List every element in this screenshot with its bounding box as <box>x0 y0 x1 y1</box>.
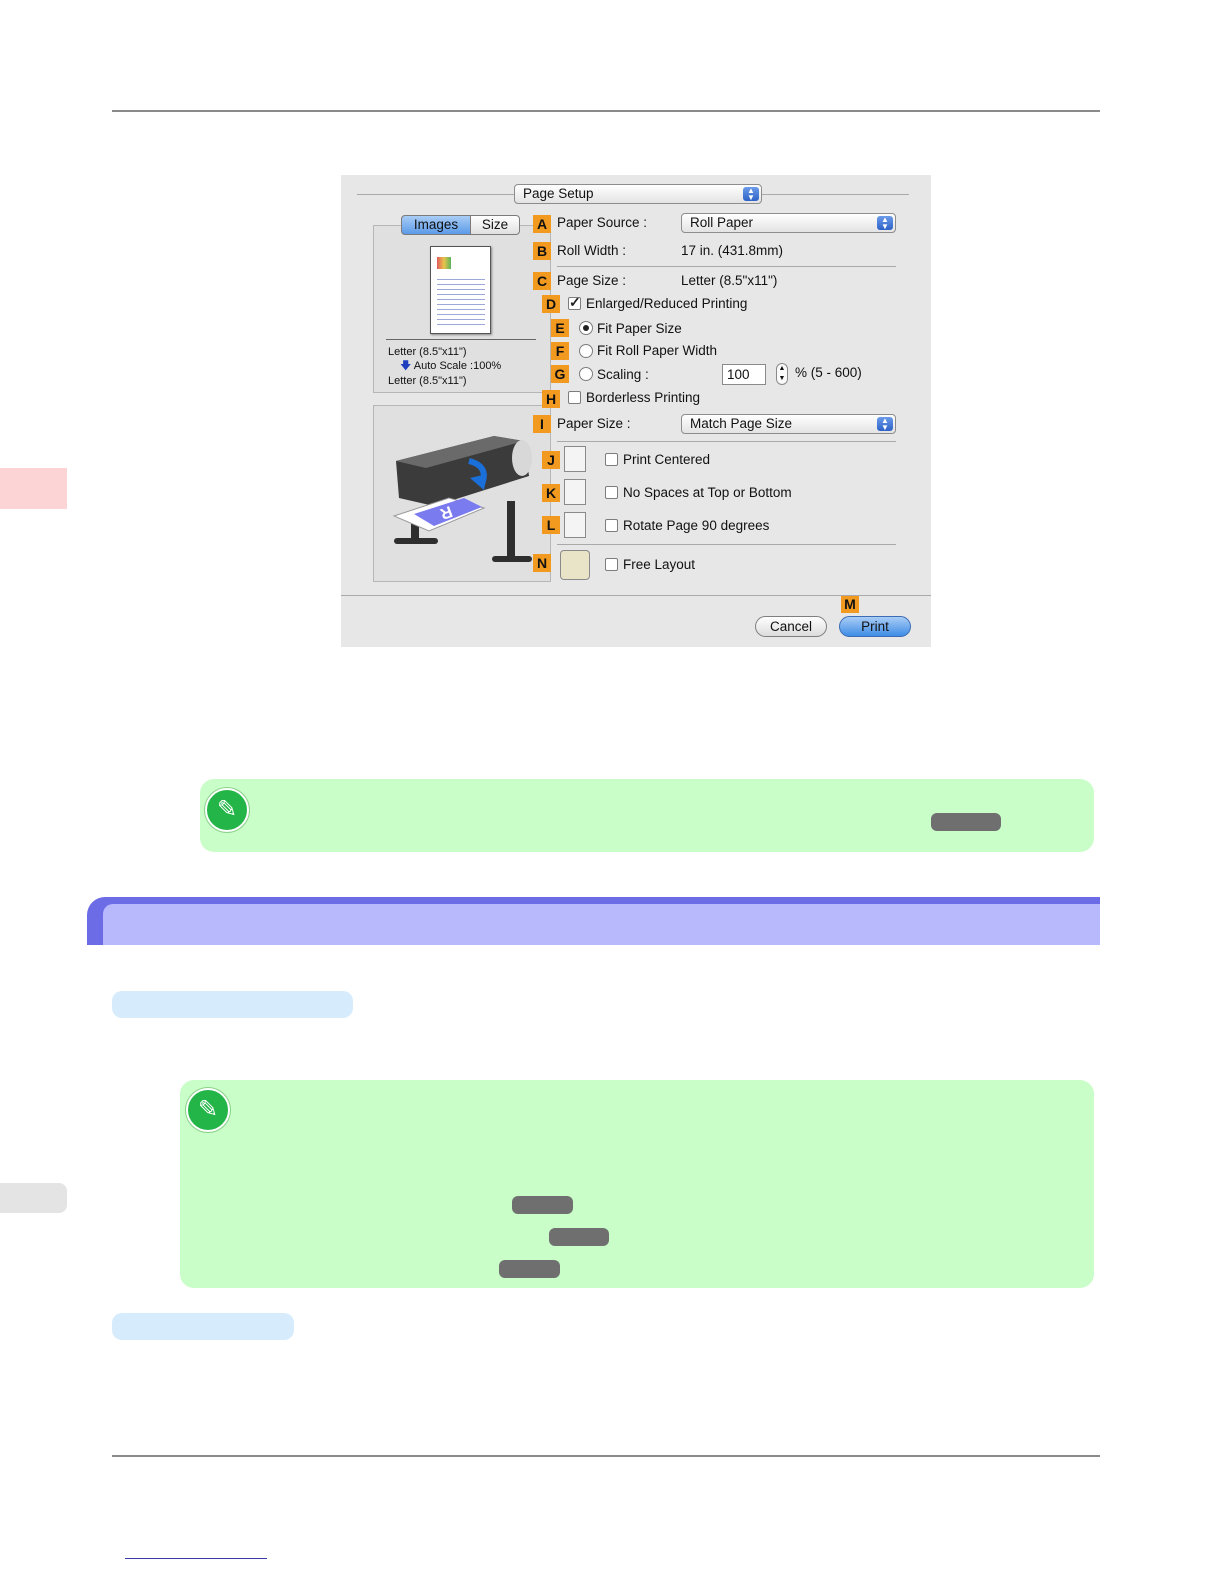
fit-roll-width-radio[interactable] <box>579 344 593 358</box>
print-centered-label: Print Centered <box>623 452 711 467</box>
scaling-stepper[interactable]: ▲▼ <box>776 363 788 385</box>
tab-size[interactable]: Size <box>470 215 520 235</box>
print-centered-checkbox[interactable] <box>605 453 618 466</box>
no-spaces-label: No Spaces at Top or Bottom <box>623 485 792 500</box>
rotate-page-icon <box>564 512 586 538</box>
paper-size-value: Match Page Size <box>690 416 793 431</box>
scaling-input[interactable]: 100 <box>722 364 766 385</box>
section-heading-bar <box>87 897 1100 945</box>
paper-source-select[interactable]: Roll Paper ▲▼ <box>681 213 896 233</box>
page-setup-popup-label: Page Setup <box>523 186 594 201</box>
label-b: B <box>533 242 551 260</box>
scaling-range: % (5 - 600) <box>795 365 862 380</box>
label-e: E <box>551 319 569 337</box>
subheading-bar <box>112 991 353 1018</box>
label-n: N <box>533 554 551 572</box>
pencil-icon: ✎ <box>205 788 249 832</box>
label-i: I <box>533 415 551 433</box>
label-h: H <box>542 390 560 408</box>
scaling-label: Scaling : <box>597 367 649 382</box>
label-d: D <box>542 295 560 313</box>
preview-source-size: Letter (8.5"x11") <box>388 346 467 358</box>
preview-text-lines <box>437 275 485 329</box>
borderless-checkbox[interactable] <box>568 391 581 404</box>
cancel-button[interactable]: Cancel <box>755 616 827 637</box>
print-button[interactable]: Print <box>839 616 911 637</box>
paper-source-label: Paper Source : <box>557 215 648 230</box>
preview-scale: 🡇 Auto Scale :100% <box>400 360 502 372</box>
paper-size-select[interactable]: Match Page Size ▲▼ <box>681 414 896 434</box>
preview-panel: Letter (8.5"x11") 🡇 Auto Scale :100% Let… <box>373 225 551 393</box>
popup-arrows-icon: ▲▼ <box>877 216 893 231</box>
free-layout-checkbox[interactable] <box>605 558 618 571</box>
free-layout-label: Free Layout <box>623 557 696 572</box>
reference-badge[interactable] <box>512 1196 573 1214</box>
pencil-icon: ✎ <box>186 1088 230 1132</box>
preview-divider <box>386 339 536 340</box>
divider <box>557 266 896 267</box>
reference-badge[interactable] <box>499 1260 560 1278</box>
print-centered-icon <box>564 446 586 472</box>
label-j: J <box>542 451 560 469</box>
section-heading-fill <box>103 904 1100 945</box>
side-chapter-tab <box>0 468 67 509</box>
label-m: M <box>841 595 859 613</box>
enlarged-reduced-label: Enlarged/Reduced Printing <box>586 296 748 311</box>
note-box <box>180 1080 1094 1288</box>
fit-paper-size-label: Fit Paper Size <box>597 321 682 336</box>
rotate-page-label: Rotate Page 90 degrees <box>623 518 770 533</box>
tab-images[interactable]: Images <box>401 215 471 235</box>
page-preview-thumbnail <box>430 246 491 334</box>
footer-link-underline <box>125 1558 267 1559</box>
header-rule <box>112 110 1100 112</box>
rotate-page-checkbox[interactable] <box>605 519 618 532</box>
side-index-tab <box>0 1183 67 1213</box>
no-spaces-icon <box>564 479 586 505</box>
fit-roll-width-label: Fit Roll Paper Width <box>597 343 718 358</box>
page-size-value: Letter (8.5"x11") <box>681 273 778 288</box>
reference-badge[interactable] <box>931 813 1001 831</box>
popup-arrows-icon: ▲▼ <box>743 187 759 202</box>
borderless-label: Borderless Printing <box>586 390 701 405</box>
preview-image-icon <box>437 257 451 269</box>
label-k: K <box>542 484 560 502</box>
label-g: G <box>551 365 569 383</box>
popup-arrows-icon: ▲▼ <box>877 417 893 432</box>
reference-badge[interactable] <box>549 1228 609 1246</box>
arrow-down-icon: 🡇 <box>400 360 412 372</box>
page-size-label: Page Size : <box>557 273 627 288</box>
label-l: L <box>542 516 560 534</box>
printer-illustration: R <box>392 436 532 562</box>
page-setup-popup[interactable]: Page Setup ▲▼ <box>514 184 762 204</box>
divider <box>557 441 896 442</box>
dialog-bottom-divider <box>341 595 931 596</box>
no-spaces-checkbox[interactable] <box>605 486 618 499</box>
roll-width-label: Roll Width : <box>557 243 627 258</box>
page-setup-dialog: Page Setup ▲▼ Letter (8.5"x11") 🡇 Auto S… <box>341 175 931 647</box>
scaling-radio[interactable] <box>579 367 593 381</box>
label-a: A <box>533 215 551 233</box>
paper-source-value: Roll Paper <box>690 215 754 230</box>
roll-width-value: 17 in. (431.8mm) <box>681 243 784 258</box>
paper-size-label: Paper Size : <box>557 416 631 431</box>
preview-output-size: Letter (8.5"x11") <box>388 375 467 387</box>
label-c: C <box>533 272 551 290</box>
printer-panel: R <box>373 405 551 582</box>
footer-rule <box>112 1455 1100 1457</box>
note-box <box>200 779 1094 852</box>
fit-paper-size-radio[interactable] <box>579 321 593 335</box>
divider <box>557 544 896 545</box>
free-layout-icon <box>560 550 590 580</box>
label-f: F <box>551 342 569 360</box>
enlarged-reduced-checkbox[interactable] <box>568 294 581 311</box>
subheading-bar <box>112 1313 294 1340</box>
